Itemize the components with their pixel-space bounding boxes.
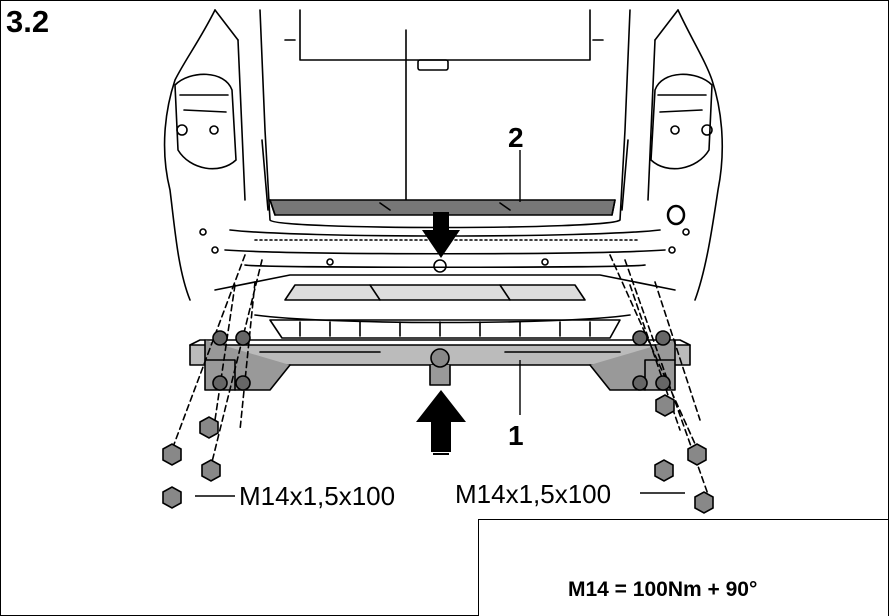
bolt-icon xyxy=(162,394,714,514)
callout-crossbar: 1 xyxy=(508,420,524,451)
arrow-down-icon xyxy=(422,212,460,258)
trunk-opening xyxy=(259,9,631,229)
callout-bumper-trim: 2 xyxy=(508,122,524,153)
right-bolt-label: M14x1,5x100 xyxy=(455,479,612,509)
step-number: 3.2 xyxy=(6,4,50,39)
arrow-up-icon xyxy=(416,390,466,455)
right-bolt-set xyxy=(609,254,711,501)
torque-info-box xyxy=(478,519,888,616)
bumper-trim xyxy=(269,199,616,216)
mounting-bracket xyxy=(254,284,631,339)
left-bolt-set xyxy=(169,254,263,471)
tow-ball-socket xyxy=(429,348,451,386)
vehicle-rear-body xyxy=(163,9,724,301)
torque-spec: M14 = 100Nm + 90° xyxy=(568,578,758,601)
left-bolt-label: M14x1,5x100 xyxy=(239,481,396,511)
